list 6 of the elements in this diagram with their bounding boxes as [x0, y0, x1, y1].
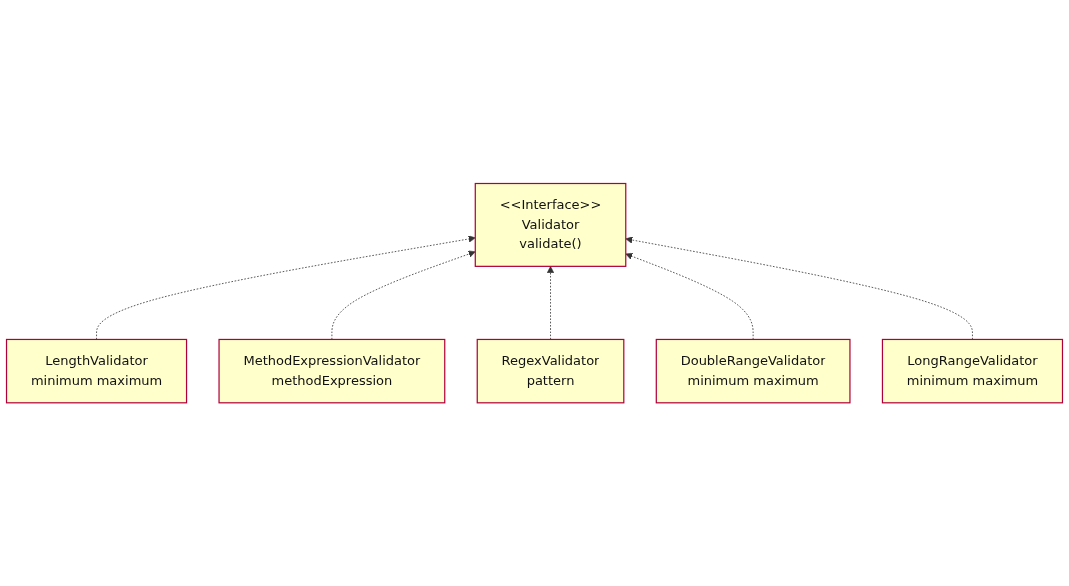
- node-box: LengthValidator minimum maximum: [5, 338, 188, 404]
- node-box: RegexValidator pattern: [476, 338, 625, 404]
- node-box: MethodExpressionValidator methodExpression: [218, 338, 446, 404]
- node-box: <<Interface>> Validator validate(): [474, 182, 627, 267]
- node-box: DoubleRangeValidator minimum maximum: [655, 338, 851, 404]
- node-box: LongRangeValidator minimum maximum: [881, 338, 1064, 404]
